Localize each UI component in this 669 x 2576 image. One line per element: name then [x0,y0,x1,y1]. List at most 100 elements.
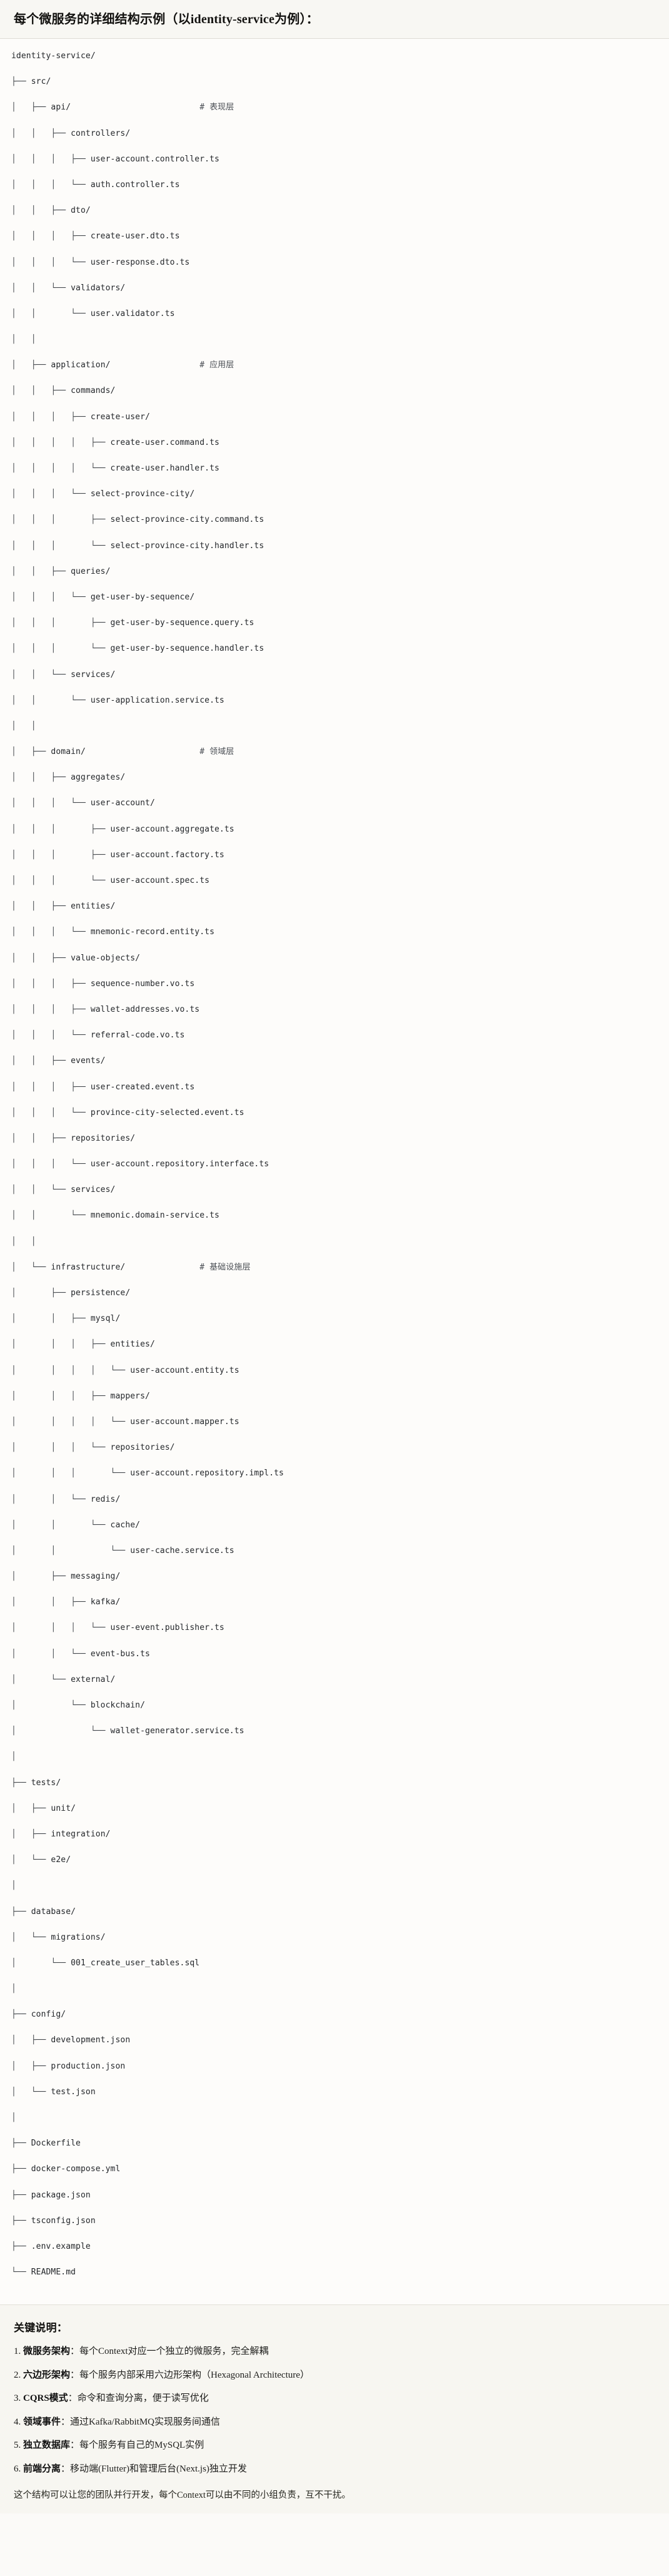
tree-row: │ │ │ ├── wallet-addresses.vo.ts [11,1004,658,1017]
tree-branch-glyphs: │ │ │ └── [11,1107,91,1117]
tree-row: │ └── external/ [11,1674,658,1687]
tree-branch-glyphs: │ │ │ │ └── [11,1417,131,1427]
tree-file-name: user-event.publisher.ts [110,1623,224,1633]
tree-branch-glyphs: │ │ │ ├── [11,824,111,834]
tree-row: │ │ └── services/ [11,669,658,682]
tree-row: │ │ │ └── auth.controller.ts [11,179,658,192]
tree-branch-glyphs: │ │ └── [11,1494,91,1504]
tree-branch-glyphs: │ ├── [11,1288,71,1298]
tree-layer-comment: # 基础设施层 [125,1262,251,1272]
tree-branch-glyphs: │ │ │ └── [11,257,91,267]
tree-row: ├── tests/ [11,1777,658,1790]
tree-branch-glyphs: │ │ ├── [11,1133,71,1143]
tree-row: ├── config/ [11,2008,658,2022]
tree-branch-glyphs: │ │ │ │ └── [11,464,111,473]
tree-row: │ │ │ └── user-event.publisher.ts [11,1622,658,1635]
tree-folder-name: identity-service/ [11,51,96,61]
tree-branch-glyphs: │ └── [11,2087,51,2097]
tree-folder-name: dto/ [71,206,91,216]
tree-row: │ │ │ └── user-account.repository.interf… [11,1158,658,1171]
tree-branch-glyphs: │ │ │ ├── [11,515,111,525]
tree-branch-glyphs: │ │ │ │ └── [11,1365,131,1375]
tree-folder-name: services/ [71,1185,116,1195]
tree-branch-glyphs: │ │ ├── [11,566,71,576]
tree-branch-glyphs: │ │ │ ├── [11,618,111,628]
note-description: 每个服务内部采用六边形架构（Hexagonal Architecture） [79,2370,309,2380]
note-item: 1. 微服务架构：每个Context对应一个独立的微服务，完全解耦 [14,2344,655,2359]
tree-file-name: create-user.handler.ts [110,464,219,473]
tree-branch-glyphs: │ [11,1881,16,1891]
tree-row: │ │ └── user-application.service.ts [11,695,658,708]
tree-layer-comment: # 表现层 [71,103,234,113]
tree-file-name: .env.example [31,2241,91,2251]
tree-branch-glyphs: │ │ │ └── [11,644,111,654]
tree-branch-glyphs: │ ├── [11,747,51,757]
tree-file-name: select-province-city.handler.ts [110,541,264,551]
tree-branch-glyphs: │ │ │ └── [11,489,91,499]
tree-folder-name: redis/ [90,1494,121,1504]
tree-row: │ ├── unit/ [11,1803,658,1816]
tree-branch-glyphs: │ │ └── [11,1545,131,1555]
tree-branch-glyphs: │ │ └── [11,283,71,293]
note-index: 2. [14,2370,23,2380]
tree-row: │ │ ├── entities/ [11,900,658,914]
tree-folder-name: mysql/ [90,1314,121,1324]
tree-branch-glyphs: │ └── [11,1726,111,1736]
tree-folder-name: entities/ [71,902,116,912]
tree-row: │ │ │ └── select-province-city/ [11,488,658,501]
tree-branch-glyphs: │ ├── [11,2035,51,2045]
tree-branch-glyphs: │ └── [11,1855,51,1865]
tree-row: │ │ ├── aggregates/ [11,771,658,785]
tree-row: │ │ │ │ └── user-account.entity.ts [11,1365,658,1378]
tree-folder-name: infrastructure/ [51,1262,126,1272]
tree-row: │ ├── domain/ # 领域层 [11,746,658,759]
tree-branch-glyphs: │ ├── [11,1829,51,1839]
tree-branch-glyphs: │ ├── [11,103,51,113]
tree-row: │ │ │ ├── user-created.event.ts [11,1081,658,1094]
tree-file-name: wallet-generator.service.ts [110,1726,244,1736]
note-index: 5. [14,2440,23,2451]
tree-branch-glyphs: │ │ ├── [11,1056,71,1066]
tree-row: │ │ └── user-cache.service.ts [11,1545,658,1558]
tree-row: │ │ │ │ └── create-user.handler.ts [11,462,658,476]
tree-folder-name: mappers/ [110,1391,150,1401]
tree-row: │ │ │ ├── user-account.factory.ts [11,849,658,862]
tree-row: │ │ │ ├── create-user/ [11,411,658,424]
note-index: 3. [14,2393,23,2404]
tree-branch-glyphs: │ └── [11,1674,71,1684]
note-description: 每个Context对应一个独立的微服务，完全解耦 [79,2346,269,2357]
tree-branch-glyphs: │ ├── [11,1572,71,1582]
tree-file-name: development.json [51,2035,131,2045]
tree-folder-name: tests/ [31,1778,61,1788]
tree-branch-glyphs: │ │ └── [11,1649,91,1659]
note-item: 6. 前端分离：移动端(Flutter)和管理后台(Next.js)独立开发 [14,2462,655,2477]
tree-branch-glyphs: │ │ │ └── [11,1469,131,1479]
tree-file-name: tsconfig.json [31,2216,96,2226]
tree-folder-name: repositories/ [71,1133,136,1143]
tree-file-name: create-user.dto.ts [90,232,180,242]
tree-file-name: test.json [51,2087,96,2097]
tree-row: │ │ ├── dto/ [11,205,658,218]
tree-folder-name: database/ [31,1907,76,1917]
tree-file-name: mnemonic.domain-service.ts [90,1211,219,1221]
tree-file-name: create-user.command.ts [110,437,219,447]
tree-row: │ │ │ │ ├── create-user.command.ts [11,437,658,450]
tree-branch-glyphs: ├── [11,1778,31,1788]
tree-row: │ │ │ ├── select-province-city.command.t… [11,514,658,527]
tree-branch-glyphs: │ │ ├── [11,902,71,912]
tree-branch-glyphs: │ │ │ ├── [11,1082,91,1092]
tree-row: ├── Dockerfile [11,2137,658,2151]
tree-folder-name: select-province-city/ [90,489,195,499]
tree-folder-name: src/ [31,77,51,87]
tree-branch-glyphs: │ │ [11,1236,36,1246]
note-term: 领域事件 [23,2416,61,2427]
tree-folder-name: application/ [51,360,111,370]
directory-tree-block: identity-service/ ├── src/ │ ├── api/ # … [0,39,669,2305]
tree-branch-glyphs: │ │ [11,721,36,731]
tree-branch-glyphs: │ │ │ └── [11,592,91,602]
tree-file-name: docker-compose.yml [31,2164,121,2174]
tree-file-name: user-account.factory.ts [110,850,224,860]
tree-branch-glyphs: │ │ │ └── [11,1623,111,1633]
tree-row: │ │ └── cache/ [11,1519,658,1532]
tree-row: │ │ ├── queries/ [11,566,658,579]
